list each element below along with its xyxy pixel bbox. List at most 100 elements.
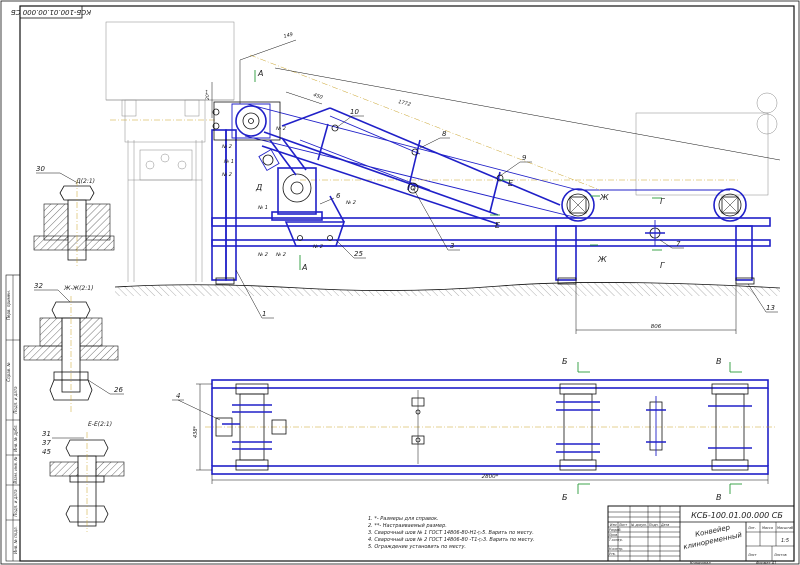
plan-section-marks: Б Б В В bbox=[562, 357, 742, 502]
section-d-label: Д bbox=[255, 183, 262, 192]
callout-37: 37 bbox=[42, 439, 51, 447]
tb-role-dev: Разраб. bbox=[609, 528, 622, 532]
dim-1772: 1772 bbox=[398, 99, 412, 108]
weld-label-1b: № 1 bbox=[257, 205, 268, 211]
section-g-upper: Г bbox=[660, 197, 665, 206]
tb-designation: КСБ-100.01.00.000 СБ bbox=[691, 511, 783, 520]
plan-tail-drum bbox=[708, 383, 752, 471]
margin-inv-dup: Взам. инв. № bbox=[13, 456, 18, 483]
detail-d: Д(2:1) 30 bbox=[33, 165, 115, 268]
callout-1: 1 bbox=[262, 310, 266, 318]
dim-2800: 2800* bbox=[482, 474, 499, 480]
tb-role-tcontrol: Т.контр. bbox=[609, 538, 623, 542]
left-margin-table: Перв. примен. Справ. № Инв. № подл. Подп… bbox=[5, 274, 21, 562]
margin-inv-dubl: Инв. № дубл. bbox=[13, 424, 18, 451]
side-callouts: 1 3 6 7 8 9 10 13 25 bbox=[235, 108, 778, 319]
middle-drum bbox=[561, 188, 595, 222]
tb-col-date: Дата bbox=[660, 523, 669, 527]
dim-450: 450 bbox=[312, 92, 323, 101]
tb-role-approve: Утв. bbox=[609, 552, 616, 556]
note-4: 4. Сварочный шов № 2 ГОСТ 14806-80 -Т1-▷… bbox=[368, 537, 535, 543]
tb-col-lit: Лит. bbox=[747, 526, 756, 530]
callout-8: 8 bbox=[442, 130, 447, 138]
tb-role-check: Пров. bbox=[609, 533, 618, 537]
margin-inv-orig: Инв. № подл. bbox=[13, 526, 18, 554]
tensioner-frame bbox=[284, 195, 346, 247]
weld-label-2a: № 2 bbox=[275, 126, 286, 132]
weld-label-2f: № 2 bbox=[275, 252, 286, 258]
margin-perv: Перв. примен. bbox=[6, 290, 11, 320]
tb-col-docnum: № докум. bbox=[630, 523, 647, 527]
callout-7: 7 bbox=[676, 240, 681, 248]
callout-13: 13 bbox=[766, 304, 775, 312]
tb-role-ncontrol: Н.контр. bbox=[609, 547, 623, 551]
base-frame bbox=[211, 129, 771, 285]
section-b-bottom: Б bbox=[562, 493, 568, 502]
plan-view: Б Б В В 2800* 438* 4 bbox=[172, 357, 775, 502]
dim-438: 438* bbox=[193, 425, 199, 438]
tb-col-sheet: Лист bbox=[747, 553, 758, 557]
drive-motor bbox=[258, 137, 323, 221]
tb-col-list: Лист bbox=[618, 523, 627, 527]
inclined-frame bbox=[261, 107, 561, 225]
feeder-hopper bbox=[105, 21, 235, 282]
detail-d-label: Д(2:1) bbox=[75, 178, 95, 185]
section-zh-upper: Ж bbox=[599, 193, 609, 202]
tb-col-mass: Масса bbox=[762, 526, 773, 530]
tb-col-sheets: Листов bbox=[773, 553, 787, 557]
callout-25: 25 bbox=[354, 250, 363, 258]
tensioner-7 bbox=[645, 220, 665, 246]
callout-26: 26 bbox=[114, 386, 123, 394]
callout-10: 10 bbox=[350, 108, 359, 116]
detail-e-label: Е-Е(2:1) bbox=[88, 421, 112, 428]
weld-label-1a: № 1 bbox=[223, 159, 234, 165]
weld-labels: № 2 № 2 № 1 № 2 № 1 № 2 № 2 № 2 № 2 bbox=[221, 126, 356, 258]
plan-dimensions: 2800* 438* bbox=[193, 383, 769, 484]
bottom-captions: Копировал Формат А1 bbox=[690, 561, 776, 565]
callout-30: 30 bbox=[36, 165, 45, 173]
dim-20: 20** bbox=[205, 89, 211, 100]
section-a-bottom: А bbox=[301, 263, 307, 272]
note-3: 3. Сварочный шов № 1 ГОСТ 14806-80-Н1-▷5… bbox=[368, 530, 534, 536]
callout-9: 9 bbox=[522, 154, 527, 162]
top-stamp: КСБ-100.01.00.000 СБ bbox=[11, 5, 92, 19]
detail-zh-label: Ж-Ж(2:1) bbox=[63, 285, 93, 292]
top-stamp-code: КСБ-100.01.00.000 СБ bbox=[11, 8, 92, 16]
section-b-top: Б bbox=[562, 357, 568, 366]
note-2: 2. **- Настраиваемый размер. bbox=[368, 523, 447, 529]
detail-zh: Ж-Ж(2:1) 32 26 bbox=[23, 282, 124, 412]
side-view: 149 1772 450 20** 806 А А Д Е Е Ж bbox=[105, 21, 781, 334]
section-v-top: В bbox=[716, 357, 722, 366]
head-drum bbox=[212, 101, 281, 141]
weld-label-2c: № 2 bbox=[221, 172, 232, 178]
belt bbox=[244, 54, 740, 219]
plan-tensioner bbox=[646, 396, 666, 456]
plan-callout-4: 4 bbox=[172, 392, 221, 421]
callout-31: 31 bbox=[42, 430, 51, 438]
section-e-lower: Е bbox=[495, 221, 501, 230]
dim-806: 806 bbox=[651, 324, 662, 330]
plan-middle-drum bbox=[556, 383, 600, 471]
callout-3: 3 bbox=[450, 242, 454, 250]
tb-col-sign: Подп. bbox=[649, 523, 659, 527]
side-section-marks: А А Д Е Е Ж Ж Г Г bbox=[254, 69, 665, 272]
note-5: 5. Ограждение установить по месту. bbox=[368, 544, 466, 550]
weld-label-2e: № 2 bbox=[257, 252, 268, 258]
plan-head-drum bbox=[215, 383, 287, 471]
margin-sign-date-1: Подп. и дата bbox=[13, 489, 18, 517]
caption-copied: Копировал bbox=[690, 561, 711, 565]
section-v-bottom: В bbox=[716, 493, 722, 502]
weld-label-2b: № 2 bbox=[221, 144, 232, 150]
plan-idler bbox=[411, 390, 425, 464]
technical-notes: 1. *- Размеры для справок. 2. **- Настра… bbox=[368, 516, 535, 550]
tail-drum bbox=[713, 188, 747, 222]
margin-sprav: Справ. № bbox=[6, 362, 11, 381]
tb-col-scale: Масштаб bbox=[777, 526, 793, 530]
section-zh-lower: Ж bbox=[597, 255, 607, 264]
title-block: Изм Лист № докум. Подп. Дата Разраб. Про… bbox=[607, 505, 795, 562]
tb-scale-value: 1:5 bbox=[781, 538, 789, 544]
callout-6: 6 bbox=[336, 192, 341, 200]
callout-45: 45 bbox=[42, 448, 51, 456]
